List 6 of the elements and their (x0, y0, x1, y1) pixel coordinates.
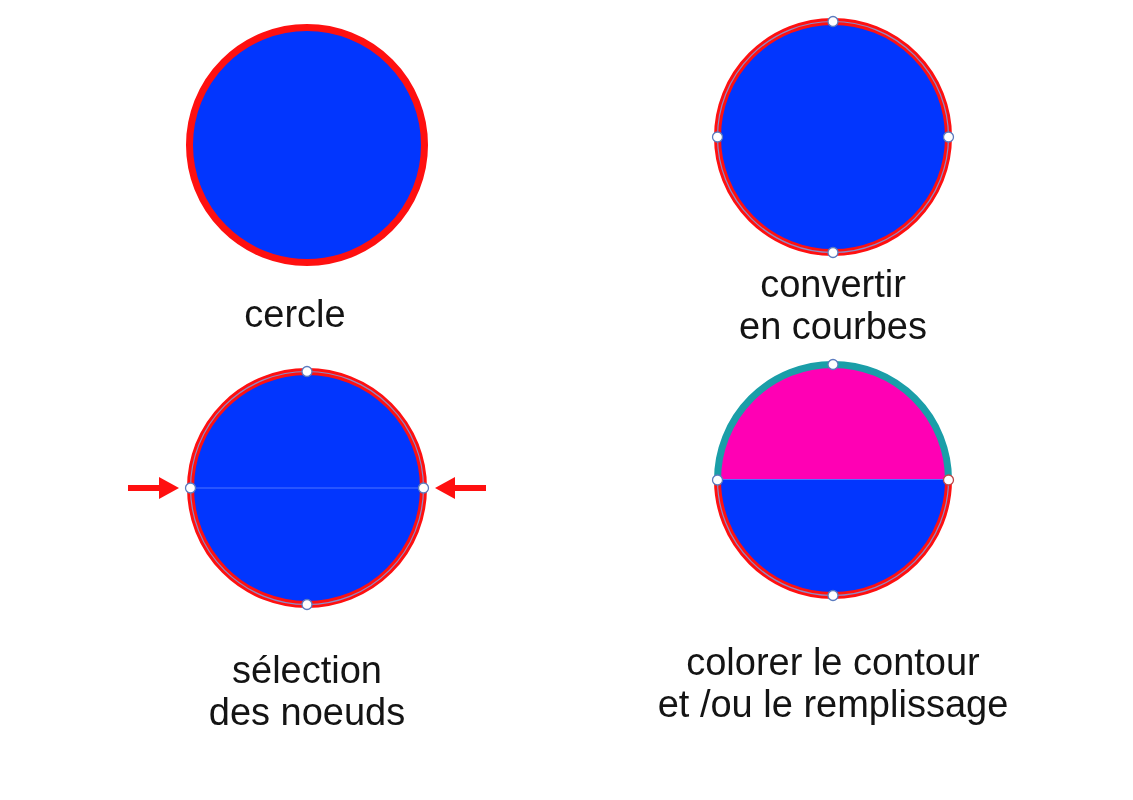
caption-text: convertir en courbes (739, 263, 927, 347)
caption-text: cercle (244, 293, 346, 335)
caption-text: colorer le contour et /ou le remplissage (657, 641, 1009, 725)
arrow (435, 477, 486, 499)
arrow (128, 477, 179, 499)
caption-text: sélection des noeuds (208, 649, 406, 733)
